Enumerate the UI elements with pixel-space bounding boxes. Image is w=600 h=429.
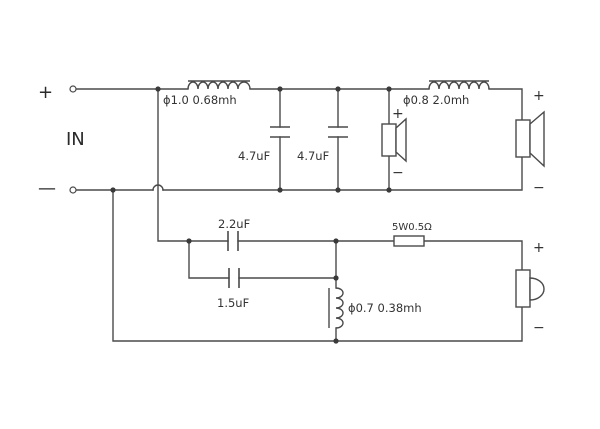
inductor-2-label: ϕ0.8 2.0mh: [403, 93, 469, 107]
junction-dot: [386, 187, 392, 193]
cap-1-label: 4.7uF: [238, 149, 270, 163]
cap-2-label: 4.7uF: [297, 149, 329, 163]
junction-dot: [333, 275, 339, 281]
mid-speaker-magnet: [381, 123, 397, 157]
junction-dot: [277, 86, 283, 92]
input-minus-sign: —: [38, 178, 56, 199]
junction-dots: [110, 86, 392, 344]
junction-dot: [186, 238, 192, 244]
junction-dot: [155, 86, 161, 92]
inductor-1: [187, 80, 251, 90]
junction-dot: [333, 238, 339, 244]
resistor-1: [393, 235, 425, 247]
cap-4-label: 1.5uF: [217, 296, 249, 310]
junction-dot: [386, 86, 392, 92]
woofer-cone-icon: [529, 110, 545, 168]
input-plus-terminal[interactable]: [69, 85, 77, 93]
junction-dot: [277, 187, 283, 193]
woofer-plus: +: [533, 88, 545, 104]
tweeter-body: [515, 269, 531, 308]
inductor-2: [428, 80, 490, 90]
tweeter-minus: −: [533, 320, 545, 336]
tweeter-feed-wire: [157, 88, 523, 271]
cap-4-wire: [188, 240, 337, 279]
input-label: IN: [66, 129, 85, 150]
junction-dot: [335, 187, 341, 193]
tweeter-dome-icon: [529, 277, 545, 301]
junction-dot: [110, 187, 116, 193]
cap-3-label: 2.2uF: [218, 217, 250, 231]
woofer-magnet: [515, 119, 531, 158]
input-plus-sign: +: [38, 82, 53, 103]
inductor-3: [328, 287, 344, 329]
bottom-return-wire: [112, 189, 523, 342]
input-minus-terminal[interactable]: [69, 186, 77, 194]
junction-dot: [333, 338, 339, 344]
junction-dot: [335, 86, 341, 92]
mid-speaker-cone-icon: [395, 117, 407, 163]
mid-speaker-minus: −: [392, 165, 404, 181]
mid-speaker-plus: +: [392, 106, 404, 122]
woofer-minus: −: [533, 180, 545, 196]
inductor-3-label: ϕ0.7 0.38mh: [348, 301, 422, 315]
resistor-1-label: 5W0.5Ω: [392, 222, 432, 233]
inductor-1-label: ϕ1.0 0.68mh: [163, 93, 237, 107]
tweeter-plus: +: [533, 240, 545, 256]
